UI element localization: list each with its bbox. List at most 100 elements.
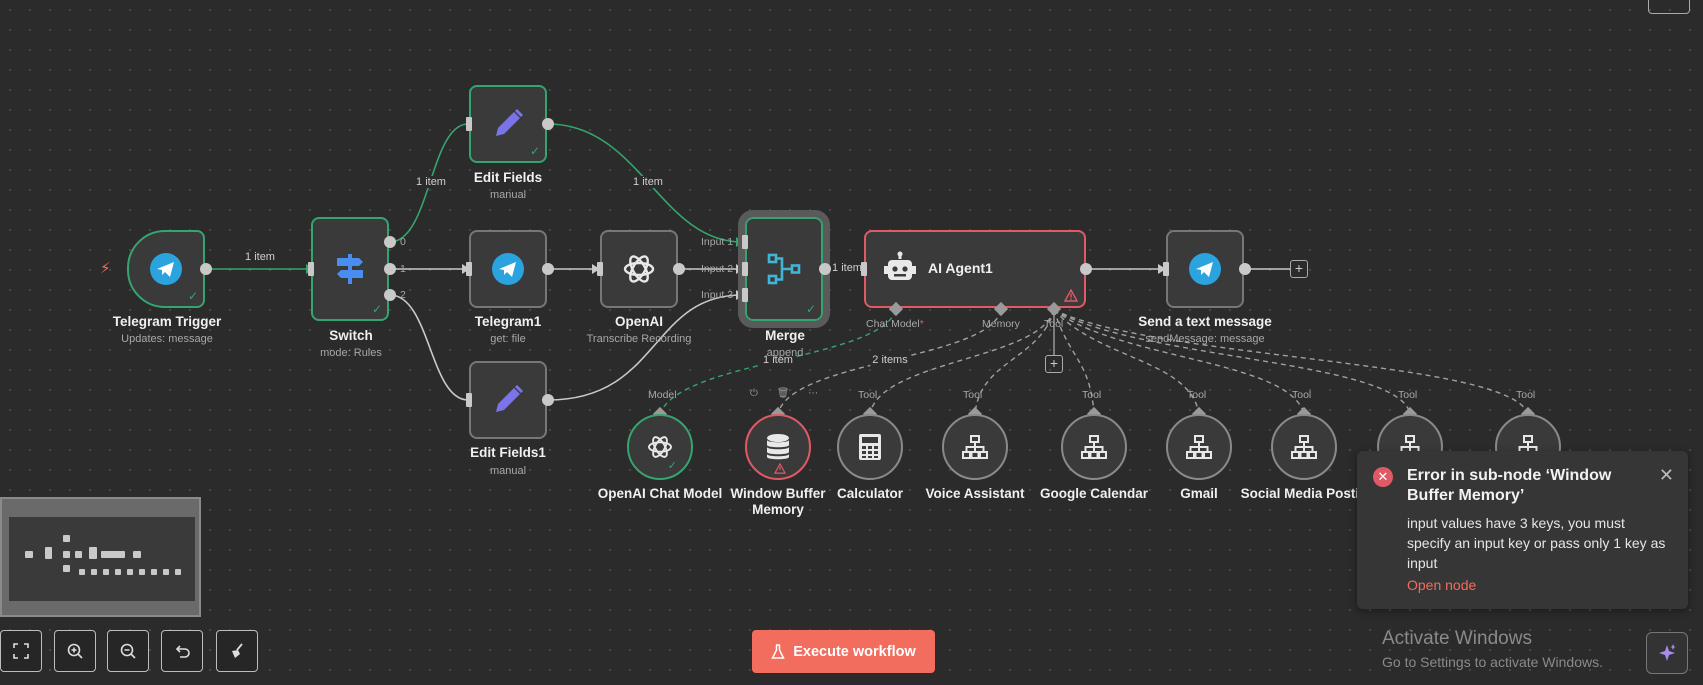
input-port[interactable] xyxy=(466,117,472,131)
sub-node-title: Calculator xyxy=(836,486,904,501)
node-title: Edit Fields1 xyxy=(470,445,546,460)
execute-workflow-button[interactable]: Execute workflow xyxy=(752,630,935,673)
output-handle[interactable] xyxy=(542,263,554,275)
input-port-3[interactable] xyxy=(742,288,748,302)
edge-switch-edit1 xyxy=(389,294,469,401)
minimap-node xyxy=(63,551,70,558)
node-edit-fields1[interactable] xyxy=(469,361,547,439)
output-handle[interactable] xyxy=(673,263,685,275)
open-node-link[interactable]: Open node xyxy=(1407,577,1477,593)
node-subtitle: Updates: message xyxy=(121,333,213,345)
node-switch[interactable]: ✓ xyxy=(311,217,389,321)
output-handle[interactable] xyxy=(542,394,554,406)
node-openai[interactable] xyxy=(600,230,678,308)
panel-toggle-button[interactable] xyxy=(1648,0,1690,14)
output-handle[interactable] xyxy=(200,263,212,275)
node-subtitle: mode: Rules xyxy=(320,347,382,359)
input-port[interactable] xyxy=(466,393,472,407)
sub-node-port-label: Tool xyxy=(1082,389,1102,401)
pencil-icon xyxy=(496,384,524,412)
sub-node-port-label: Tool xyxy=(858,389,878,401)
close-icon[interactable]: ✕ xyxy=(1658,465,1674,485)
input-port[interactable] xyxy=(308,262,314,276)
input-port[interactable] xyxy=(597,262,603,276)
minimap-node xyxy=(133,551,141,558)
input-port[interactable] xyxy=(861,262,867,276)
success-check-icon: ✓ xyxy=(371,302,382,316)
signpost-icon xyxy=(337,254,363,284)
sub-node-title: Social Media Postin xyxy=(1240,486,1368,501)
minimap-node xyxy=(89,547,97,559)
reset-zoom-button[interactable] xyxy=(161,630,203,672)
fit-view-button[interactable] xyxy=(0,630,42,672)
sub-node-gmail[interactable] xyxy=(1166,414,1232,480)
input-label: Input 2 xyxy=(701,263,734,275)
node-merge[interactable]: ✓ xyxy=(738,210,830,328)
input-port-1[interactable] xyxy=(742,235,748,249)
node-edit-fields[interactable]: ✓ xyxy=(469,85,547,163)
openai-icon xyxy=(645,432,675,462)
minimap-node xyxy=(79,569,85,575)
minimap-node xyxy=(127,569,133,575)
output-handle-1[interactable] xyxy=(384,263,396,275)
node-telegram1[interactable] xyxy=(469,230,547,308)
flask-icon xyxy=(771,643,785,659)
zoom-in-button[interactable] xyxy=(54,630,96,672)
sub-node-google-calendar[interactable] xyxy=(1061,414,1127,480)
add-tool-button[interactable]: + xyxy=(1045,355,1063,373)
sub-node-calculator[interactable] xyxy=(837,414,903,480)
sub-node-voice-assistant[interactable] xyxy=(942,414,1008,480)
pencil-icon xyxy=(496,108,524,136)
sub-node-window-buffer-memory[interactable] xyxy=(745,414,811,480)
minimap-node xyxy=(115,569,121,575)
port-label-chat-model: Chat Model* xyxy=(866,318,924,330)
sparkle-icon xyxy=(1659,644,1676,661)
fullscreen-icon xyxy=(13,643,29,659)
output-handle-0[interactable] xyxy=(384,236,396,248)
output-handle[interactable] xyxy=(1239,263,1251,275)
input-port[interactable] xyxy=(1163,262,1169,276)
node-title: Merge xyxy=(765,328,805,343)
minimap-viewport xyxy=(9,517,195,601)
output-handle[interactable] xyxy=(819,263,831,275)
sub-node-port-label: Tool xyxy=(1516,389,1536,401)
node-telegram-trigger[interactable]: ✓ xyxy=(127,230,205,308)
watermark-subtitle: Go to Settings to activate Windows. xyxy=(1382,654,1603,670)
node-subtitle: manual xyxy=(489,465,527,477)
node-title: Telegram Trigger xyxy=(112,314,222,329)
minimap-node xyxy=(25,551,33,558)
sub-node-title: Google Calendar xyxy=(1039,486,1149,501)
add-node-button[interactable]: + xyxy=(1290,260,1308,278)
port-label-memory: Memory xyxy=(982,318,1020,330)
error-toast: ✕ Error in sub-node ‘Window Buffer Memor… xyxy=(1357,451,1688,609)
minimap-node xyxy=(91,569,97,575)
success-check-icon: ✓ xyxy=(667,460,677,472)
input-port-2[interactable] xyxy=(742,262,748,276)
node-subtitle: append xyxy=(766,347,804,359)
sub-node-title: Window Buffer Memory xyxy=(730,486,826,517)
sub-node-port-label: Tool xyxy=(1187,389,1207,401)
telegram-icon xyxy=(150,253,182,285)
node-ai-agent[interactable]: AI Agent1 xyxy=(864,230,1086,308)
node-title: Send a text message xyxy=(1138,314,1272,329)
robot-icon xyxy=(884,251,916,280)
zoom-out-button[interactable] xyxy=(107,630,149,672)
ask-ai-button[interactable] xyxy=(1646,632,1688,674)
sub-node-title: OpenAI Chat Model xyxy=(597,486,723,501)
execute-workflow-label: Execute workflow xyxy=(793,643,916,660)
telegram-icon xyxy=(492,253,524,285)
input-port[interactable] xyxy=(466,262,472,276)
telegram-icon xyxy=(1189,253,1221,285)
sub-node-openai-chat-model[interactable]: ✓ xyxy=(627,414,693,480)
calculator-icon xyxy=(858,433,882,461)
minimap-node xyxy=(175,569,181,575)
output-handle-2[interactable] xyxy=(384,289,396,301)
output-handle[interactable] xyxy=(1080,263,1092,275)
output-handle[interactable] xyxy=(542,118,554,130)
node-hover-toolbar[interactable]: ⏻ 🗑 ⋯ xyxy=(750,388,827,399)
tidy-up-button[interactable] xyxy=(216,630,258,672)
node-send-message[interactable] xyxy=(1166,230,1244,308)
minimap[interactable] xyxy=(0,497,201,617)
sub-node-social-media-posting[interactable] xyxy=(1271,414,1337,480)
